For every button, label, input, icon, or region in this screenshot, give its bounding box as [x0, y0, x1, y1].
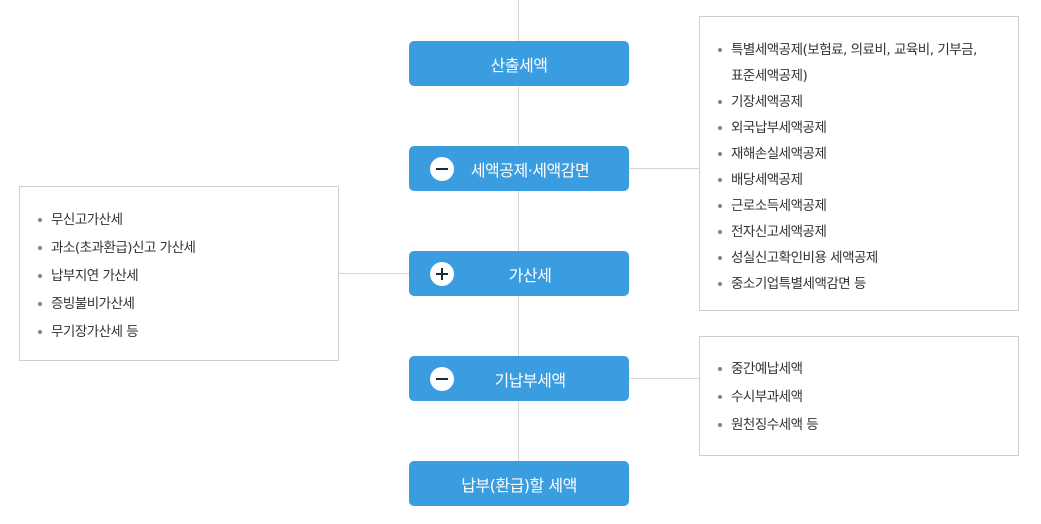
- step-label: 산출세액: [490, 55, 548, 75]
- list-item: 기장세액공제: [716, 89, 1004, 115]
- step-prepaid-tax: 기납부세액: [409, 356, 629, 401]
- list-item: 증빙불비가산세: [36, 290, 324, 318]
- bullet-icon: [718, 230, 722, 234]
- flow-connector-line: [518, 0, 519, 462]
- step-label: 세액공제·세액감면: [470, 160, 590, 180]
- bullet-icon: [38, 218, 42, 222]
- list-item: 배당세액공제: [716, 167, 1004, 193]
- bullet-icon: [718, 395, 722, 399]
- prepaid-detail-box: 중간예납세액 수시부과세액 원천징수세액 등: [699, 336, 1019, 456]
- bullet-icon: [38, 302, 42, 306]
- prepaid-connector-line: [629, 378, 700, 379]
- bullet-icon: [718, 48, 722, 52]
- deductions-connector-line: [629, 168, 700, 169]
- deductions-detail-box: 특별세액공제(보험료, 의료비, 교육비, 기부금, 표준세액공제) 기장세액공…: [699, 16, 1019, 311]
- step-label: 가산세: [508, 265, 552, 285]
- minus-icon: [430, 157, 454, 181]
- list-item: 중소기업특별세액감면 등: [716, 271, 1004, 297]
- bullet-icon: [718, 423, 722, 427]
- step-label: 기납부세액: [494, 370, 566, 390]
- bullet-icon: [718, 204, 722, 208]
- penalties-connector-line: [338, 273, 409, 274]
- step-calculated-tax: 산출세액: [409, 41, 629, 86]
- bullet-icon: [718, 126, 722, 130]
- bullet-icon: [718, 256, 722, 260]
- list-item: 원천징수세액 등: [716, 411, 1004, 439]
- step-label: 납부(환급)할 세액: [461, 475, 577, 495]
- bullet-icon: [38, 246, 42, 250]
- list-item: 재해손실세액공제: [716, 141, 1004, 167]
- list-item: 수시부과세액: [716, 383, 1004, 411]
- bullet-icon: [718, 282, 722, 286]
- list-item: 무신고가산세: [36, 206, 324, 234]
- list-item: 과소(초과환급)신고 가산세: [36, 234, 324, 262]
- list-item: 근로소득세액공제: [716, 193, 1004, 219]
- plus-icon: [430, 262, 454, 286]
- bullet-icon: [718, 367, 722, 371]
- list-item: 특별세액공제(보험료, 의료비, 교육비, 기부금,: [716, 37, 1004, 63]
- bullet-icon: [718, 178, 722, 182]
- bullet-icon: [718, 100, 722, 104]
- list-item: 중간예납세액: [716, 355, 1004, 383]
- list-item: 전자신고세액공제: [716, 219, 1004, 245]
- step-tax-payable-refundable: 납부(환급)할 세액: [409, 461, 629, 506]
- bullet-icon: [38, 330, 42, 334]
- step-tax-credits-reductions: 세액공제·세액감면: [409, 146, 629, 191]
- penalties-detail-box: 무신고가산세 과소(초과환급)신고 가산세 납부지연 가산세 증빙불비가산세 무…: [19, 186, 339, 361]
- list-item: 외국납부세액공제: [716, 115, 1004, 141]
- list-item: 표준세액공제): [731, 68, 808, 84]
- bullet-icon: [718, 152, 722, 156]
- list-item: 성실신고확인비용 세액공제: [716, 245, 1004, 271]
- list-item: 무기장가산세 등: [36, 318, 324, 346]
- step-penalty-tax: 가산세: [409, 251, 629, 296]
- minus-icon: [430, 367, 454, 391]
- list-item: 납부지연 가산세: [36, 262, 324, 290]
- bullet-icon: [38, 274, 42, 278]
